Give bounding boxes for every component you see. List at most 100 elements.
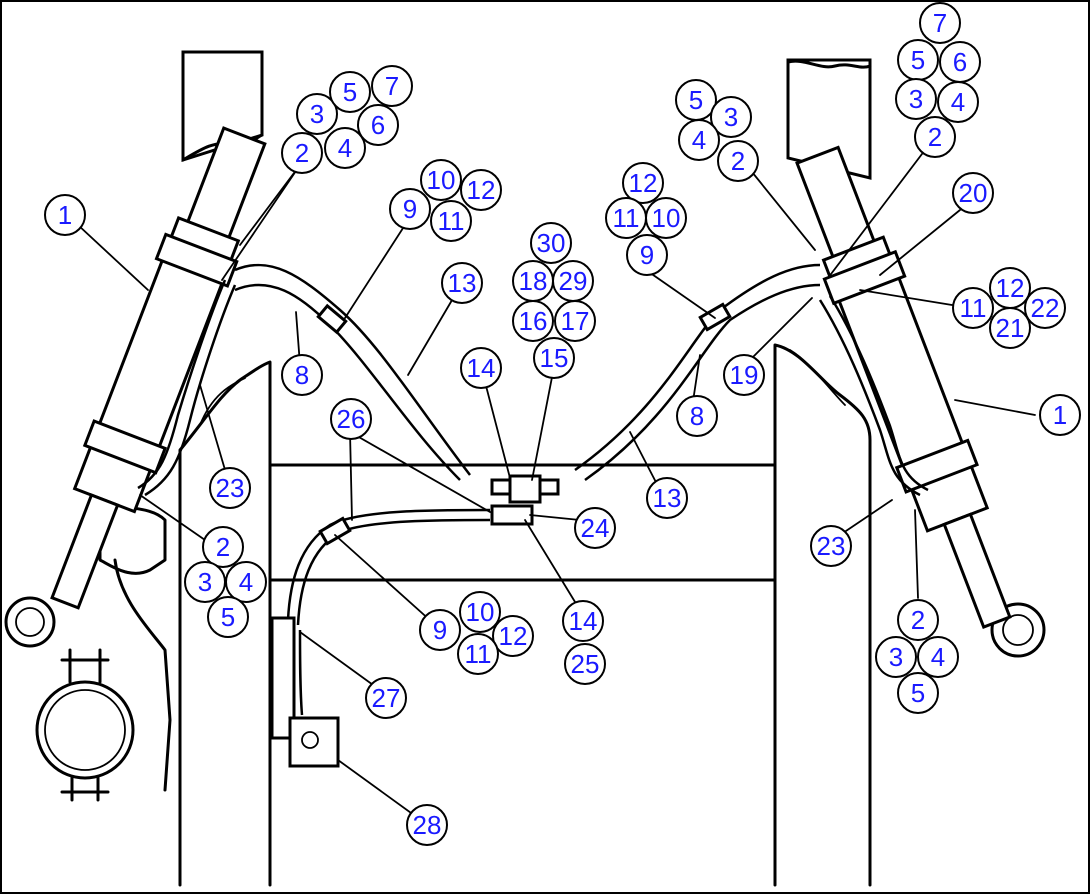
callout-3: 3 xyxy=(710,96,752,138)
callout-22: 22 xyxy=(1024,287,1066,329)
callout-25: 25 xyxy=(564,643,606,685)
svg-text:24: 24 xyxy=(581,513,610,543)
hydraulic-tee-block xyxy=(490,474,560,526)
svg-text:29: 29 xyxy=(559,266,588,296)
callout-27: 27 xyxy=(365,677,407,719)
callout-24: 24 xyxy=(574,507,616,549)
callout-8: 8 xyxy=(676,395,718,437)
callout-7: 7 xyxy=(919,2,961,44)
callout-30: 30 xyxy=(530,222,572,264)
callout-3: 3 xyxy=(895,78,937,120)
hose-right-cylinder-feed xyxy=(818,295,929,497)
svg-text:10: 10 xyxy=(427,165,456,195)
svg-text:12: 12 xyxy=(629,168,658,198)
callout-12: 12 xyxy=(989,267,1031,309)
svg-text:15: 15 xyxy=(540,343,569,373)
callout-13: 13 xyxy=(441,262,483,304)
callout-5: 5 xyxy=(897,39,939,81)
svg-text:13: 13 xyxy=(448,268,477,298)
svg-text:2: 2 xyxy=(911,605,925,635)
svg-text:6: 6 xyxy=(953,47,967,77)
svg-text:28: 28 xyxy=(413,810,442,840)
svg-text:4: 4 xyxy=(951,87,965,117)
callout-4: 4 xyxy=(917,636,959,678)
callout-4: 4 xyxy=(324,127,366,169)
svg-text:9: 9 xyxy=(433,615,447,645)
steering-pump xyxy=(270,616,340,768)
svg-text:7: 7 xyxy=(385,71,399,101)
svg-text:10: 10 xyxy=(652,203,681,233)
callout-23: 23 xyxy=(810,525,852,567)
hose-pump-lines xyxy=(285,508,491,716)
callout-4: 4 xyxy=(678,119,720,161)
callout-13: 13 xyxy=(646,477,688,519)
callout-5: 5 xyxy=(897,672,939,714)
svg-text:25: 25 xyxy=(571,649,600,679)
callout-12: 12 xyxy=(622,162,664,204)
svg-text:30: 30 xyxy=(537,228,566,258)
left-spindle xyxy=(4,498,172,802)
svg-text:9: 9 xyxy=(640,240,654,270)
callout-9: 9 xyxy=(626,234,668,276)
svg-text:3: 3 xyxy=(909,84,923,114)
callout-29: 29 xyxy=(552,260,594,302)
callout-18: 18 xyxy=(512,260,554,302)
callout-21: 21 xyxy=(989,307,1031,349)
svg-text:22: 22 xyxy=(1031,293,1060,323)
cross-member xyxy=(268,463,777,582)
svg-text:20: 20 xyxy=(959,178,988,208)
svg-text:5: 5 xyxy=(343,77,357,107)
callout-3: 3 xyxy=(296,93,338,135)
svg-text:12: 12 xyxy=(499,621,528,651)
callout-6: 6 xyxy=(357,104,399,146)
svg-text:11: 11 xyxy=(960,293,987,323)
callout-19: 19 xyxy=(723,354,765,396)
svg-text:14: 14 xyxy=(467,353,496,383)
frame-rail-lower-left xyxy=(178,360,272,887)
svg-text:5: 5 xyxy=(911,678,925,708)
svg-text:4: 4 xyxy=(338,133,352,163)
callout-3: 3 xyxy=(875,636,917,678)
svg-text:3: 3 xyxy=(889,642,903,672)
callout-11: 11 xyxy=(605,197,647,239)
callout-14: 14 xyxy=(562,600,604,642)
svg-text:4: 4 xyxy=(931,642,945,672)
callout-2: 2 xyxy=(897,599,939,641)
svg-text:2: 2 xyxy=(928,122,942,152)
svg-text:11: 11 xyxy=(465,639,492,669)
svg-text:17: 17 xyxy=(561,306,590,336)
callout-5: 5 xyxy=(207,596,249,638)
svg-text:16: 16 xyxy=(519,306,548,336)
svg-text:3: 3 xyxy=(310,99,324,129)
svg-text:1: 1 xyxy=(58,200,72,230)
svg-text:3: 3 xyxy=(198,567,212,597)
callout-28: 28 xyxy=(406,804,448,846)
svg-text:2: 2 xyxy=(216,532,230,562)
svg-text:1: 1 xyxy=(1053,400,1067,430)
callout-11: 11 xyxy=(952,287,994,329)
callout-1-right: 1 xyxy=(1039,394,1081,436)
svg-text:11: 11 xyxy=(613,203,640,233)
svg-text:2: 2 xyxy=(295,138,309,168)
callout-5: 5 xyxy=(329,71,371,113)
svg-text:5: 5 xyxy=(911,45,925,75)
svg-text:5: 5 xyxy=(689,85,703,115)
svg-text:9: 9 xyxy=(403,194,417,224)
svg-text:5: 5 xyxy=(221,602,235,632)
frame-rail-top-right xyxy=(786,58,872,180)
svg-text:18: 18 xyxy=(519,266,548,296)
svg-text:4: 4 xyxy=(239,567,253,597)
callout-4: 4 xyxy=(937,81,979,123)
left-steering-cylinder xyxy=(50,126,267,610)
svg-text:26: 26 xyxy=(337,404,366,434)
svg-text:8: 8 xyxy=(295,360,309,390)
frame-rail-lower-right xyxy=(773,343,872,887)
callout-11: 11 xyxy=(457,633,499,675)
leader-lines xyxy=(77,149,1036,819)
svg-text:2: 2 xyxy=(731,146,745,176)
svg-text:23: 23 xyxy=(216,473,245,503)
callout-7: 7 xyxy=(371,65,413,107)
callout-12: 12 xyxy=(492,615,534,657)
callout-2: 2 xyxy=(202,526,244,568)
